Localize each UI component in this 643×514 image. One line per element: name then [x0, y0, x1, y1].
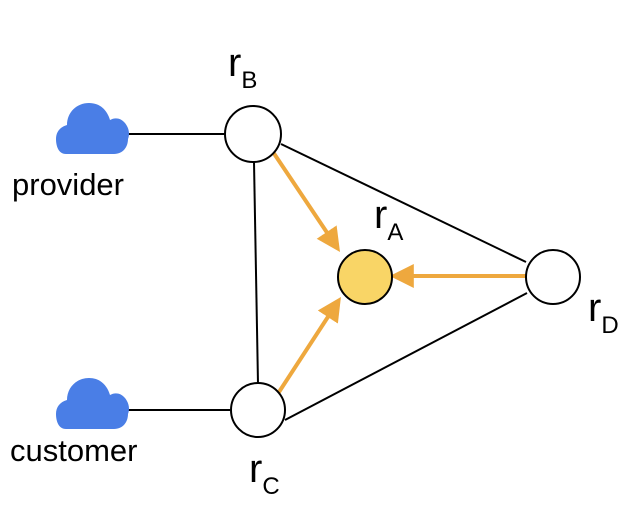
router-label-c-sub: C: [262, 473, 279, 500]
cloud-shape-provider: [56, 103, 129, 154]
router-label-d-main: r: [588, 286, 601, 330]
cloud-icon: [56, 378, 129, 429]
router-label-a-main: r: [374, 193, 387, 237]
router-b: [224, 105, 282, 163]
flow-arrow-rc-ra: [277, 296, 341, 394]
router-label-b-main: r: [228, 41, 241, 85]
flow-arrow-rb-ra: [271, 150, 341, 252]
link-rb-rd: [280, 143, 527, 263]
router-label-d: rD: [588, 286, 619, 339]
link-rb-rc: [253, 161, 259, 385]
router-label-b-sub: B: [241, 67, 257, 94]
router-c: [230, 382, 286, 438]
customer-label: customer: [10, 433, 137, 468]
link-rc-rd: [284, 292, 528, 421]
router-a: [337, 249, 393, 305]
cloud-shape-customer: [56, 378, 129, 429]
router-label-c: rC: [249, 447, 280, 500]
router-label-d-sub: D: [601, 312, 618, 339]
router-d: [525, 249, 581, 305]
router-label-c-main: r: [249, 447, 262, 491]
router-label-a: rA: [374, 193, 403, 246]
provider-label: provider: [12, 167, 124, 202]
router-label-a-sub: A: [387, 219, 403, 246]
cloud-icon: [56, 103, 129, 154]
router-label-b: rB: [228, 41, 257, 94]
